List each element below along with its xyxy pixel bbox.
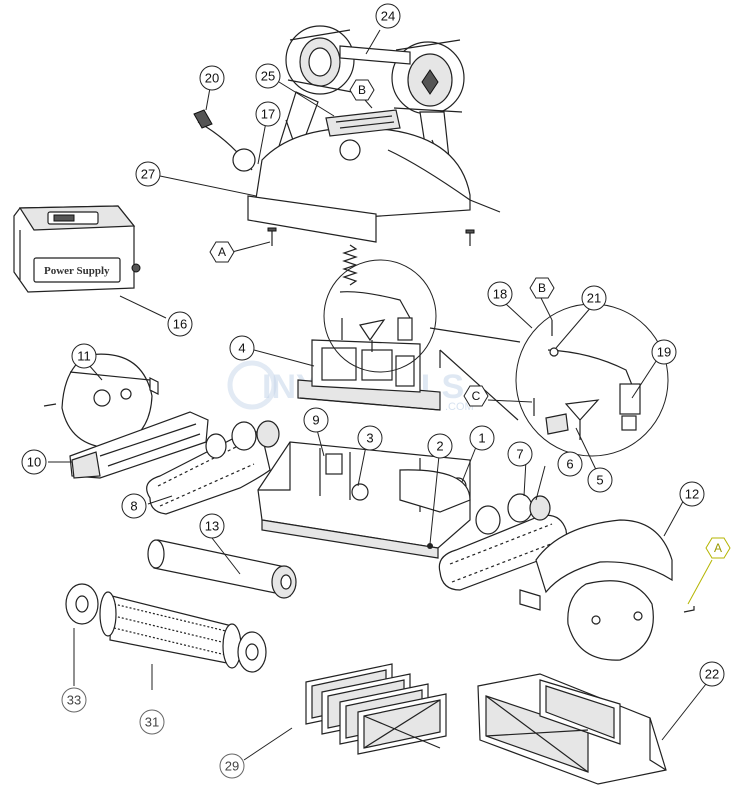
callout-22: 22: [699, 661, 725, 687]
callout-20-label: 20: [205, 71, 219, 86]
callout-4-label: 4: [238, 341, 245, 356]
callout-33: 33: [61, 687, 87, 713]
callout-33-label: 33: [67, 693, 81, 708]
callout-22-label: 22: [705, 667, 719, 682]
callout-3: 3: [357, 425, 383, 451]
spring: [342, 244, 358, 286]
callout-11: 11: [71, 343, 97, 369]
callout-8-label: 8: [130, 499, 137, 514]
callout-13-label: 13: [205, 519, 219, 534]
motor-unit: [297, 339, 441, 411]
callout-31: 31: [139, 709, 165, 735]
reference-b-top-label: B: [358, 83, 366, 97]
callout-24: 24: [375, 3, 401, 29]
reference-c-detail: C: [463, 385, 489, 407]
callout-12-label: 12: [685, 487, 699, 502]
power-supply-label: Power Supply: [44, 265, 110, 277]
top-cover: [193, 109, 501, 246]
reference-a-right-label: A: [714, 541, 722, 555]
filter-tube: [147, 539, 297, 599]
reference-a-right: A: [705, 537, 731, 559]
left-track: [146, 420, 280, 515]
callout-25-label: 25: [261, 69, 275, 84]
right-side-plate: [519, 519, 695, 661]
callout-25: 25: [255, 63, 281, 89]
callout-2-label: 2: [436, 439, 443, 454]
filter-panels: [305, 663, 447, 755]
callout-6: 6: [557, 451, 583, 477]
reference-a-top: A: [209, 241, 235, 263]
callout-31-label: 31: [145, 715, 159, 730]
callout-19: 19: [651, 339, 677, 365]
callout-9: 9: [303, 407, 329, 433]
callout-29: 29: [219, 753, 245, 779]
callout-8: 8: [121, 493, 147, 519]
callout-29-label: 29: [225, 759, 239, 774]
watermark-domain: .COM: [445, 401, 474, 413]
callout-19-label: 19: [657, 345, 671, 360]
reference-b-detail: B: [529, 277, 555, 299]
reference-b-top: B: [349, 79, 375, 101]
callout-18: 18: [487, 281, 513, 307]
reference-a-top-label: A: [218, 245, 226, 259]
callout-18-label: 18: [493, 287, 507, 302]
callout-5: 5: [587, 467, 613, 493]
callout-21-label: 21: [587, 291, 601, 306]
callout-7-label: 7: [516, 447, 523, 462]
left-side-plate: [43, 353, 209, 479]
callout-17-label: 17: [261, 107, 275, 122]
detail-circle-right: [429, 303, 669, 457]
callout-24-label: 24: [381, 9, 395, 24]
callout-4: 4: [229, 335, 255, 361]
callout-6-label: 6: [566, 457, 573, 472]
callout-12: 12: [679, 481, 705, 507]
callout-27-label: 27: [141, 167, 155, 182]
reference-c-detail-label: C: [472, 389, 481, 403]
callout-13: 13: [199, 513, 225, 539]
callout-5-label: 5: [596, 473, 603, 488]
callout-1-label: 1: [478, 431, 485, 446]
callout-27: 27: [135, 161, 161, 187]
callout-1: 1: [469, 425, 495, 451]
brush-roller: [65, 583, 267, 673]
callout-16-label: 16: [173, 317, 187, 332]
chassis: [257, 441, 471, 559]
callout-7: 7: [507, 441, 533, 467]
callout-2: 2: [427, 433, 453, 459]
power-supply: Power Supply: [13, 205, 141, 293]
callout-10-label: 10: [27, 455, 41, 470]
filter-basket: [477, 673, 667, 785]
callout-9-label: 9: [312, 413, 319, 428]
callout-21: 21: [581, 285, 607, 311]
callout-17: 17: [255, 101, 281, 127]
detail-circle-center: [323, 259, 441, 373]
callout-11-label: 11: [77, 349, 91, 364]
callout-10: 10: [21, 449, 47, 475]
callout-20: 20: [199, 65, 225, 91]
right-track: [438, 493, 569, 591]
reference-b-detail-label: B: [538, 281, 546, 295]
callout-16: 16: [167, 311, 193, 337]
callout-3-label: 3: [366, 431, 373, 446]
